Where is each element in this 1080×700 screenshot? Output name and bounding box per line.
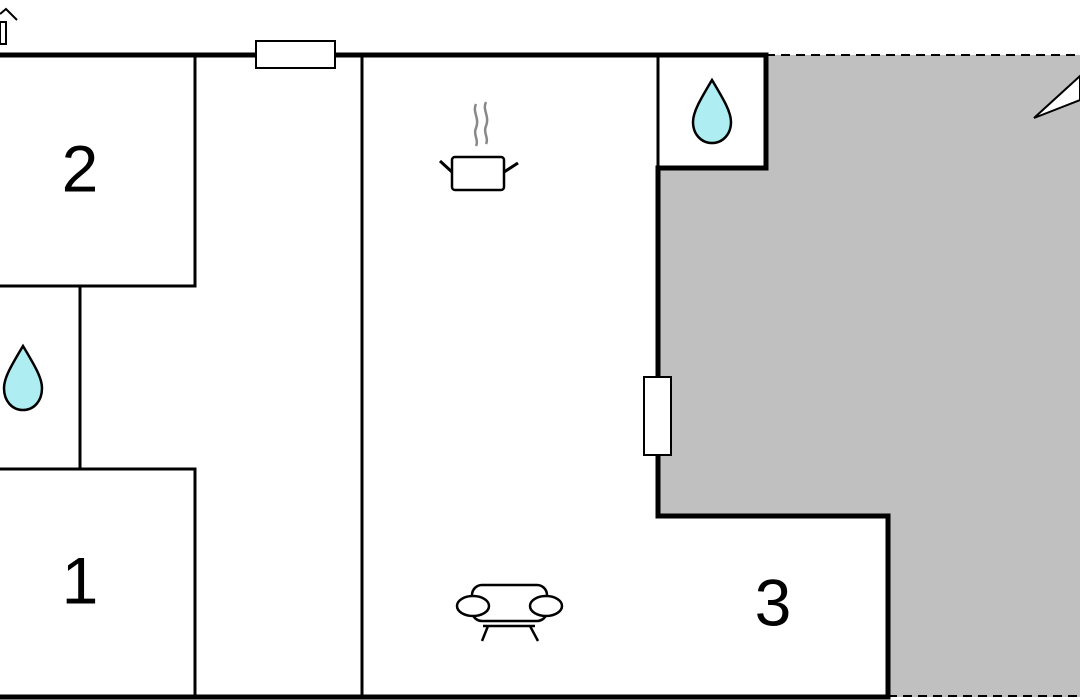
water-drop-icon xyxy=(2,343,44,412)
room-number-2: 2 xyxy=(62,131,99,205)
terrace-area xyxy=(658,55,1080,697)
wall-room-1 xyxy=(0,467,197,697)
cooking-pot-icon xyxy=(438,101,519,192)
window-top xyxy=(255,40,336,69)
sofa-icon xyxy=(455,583,564,642)
house-icon xyxy=(0,7,18,45)
room-number-1: 1 xyxy=(62,543,99,617)
window-living-right xyxy=(643,376,672,456)
water-drop-icon xyxy=(691,77,733,145)
room-number-3: 3 xyxy=(755,565,792,639)
outer-wall-top xyxy=(0,52,891,700)
wall-room-2 xyxy=(0,55,197,288)
compass-arrow-icon xyxy=(1033,74,1080,119)
